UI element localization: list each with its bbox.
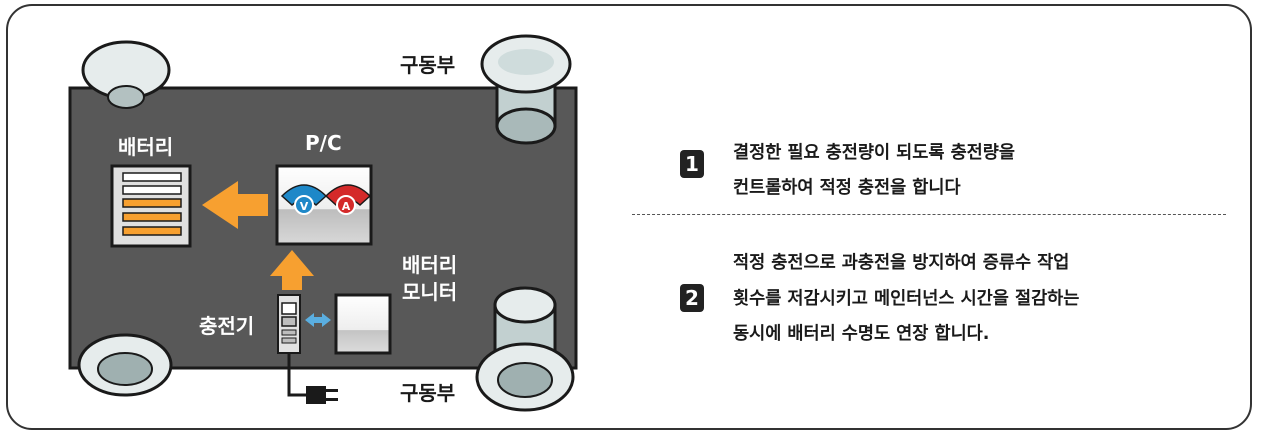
battery bbox=[110, 164, 192, 248]
forklift-system-diagram: V A bbox=[68, 34, 578, 412]
charge-flow-arrow-up bbox=[270, 250, 314, 290]
charge-flow-arrow-left bbox=[202, 181, 268, 229]
pc-label: P/C bbox=[305, 131, 342, 155]
battery-monitor bbox=[334, 293, 392, 355]
step-2-text-line-2: 횟수를 저감시키고 메인터넌스 시간을 절감하는 bbox=[733, 289, 1080, 309]
step-2-number-badge: 2 bbox=[680, 284, 704, 312]
step-divider bbox=[632, 214, 1226, 215]
power-plug-icon bbox=[306, 386, 338, 404]
pc-controller: V A bbox=[275, 164, 373, 246]
drive-unit-label-bottom: 구동부 bbox=[400, 381, 456, 405]
charger bbox=[277, 294, 301, 354]
power-cable bbox=[287, 353, 306, 397]
step-2-text-line-3: 동시에 배터리 수명도 연장 합니다. bbox=[733, 324, 990, 344]
drive-unit-label-top: 구동부 bbox=[400, 53, 456, 77]
step-1-number-badge: 1 bbox=[680, 150, 704, 178]
charger-label: 충전기 bbox=[199, 314, 255, 338]
step-1-text-line-1: 결정한 필요 충전량이 되도록 충전량을 bbox=[733, 143, 1015, 163]
drive-wheel-top-right bbox=[480, 34, 572, 145]
battery-monitor-label-line1: 배터리 bbox=[402, 253, 458, 277]
step-1-text-line-2: 컨트롤하여 적정 충전을 합니다 bbox=[733, 178, 961, 198]
wheel-top-left bbox=[81, 40, 171, 109]
drive-wheel-bottom-right bbox=[475, 286, 575, 412]
bidirectional-link-arrow bbox=[305, 313, 331, 327]
step-2-text-line-1: 적정 충전으로 과충전을 방지하여 증류수 작업 bbox=[733, 253, 1070, 273]
meter-v-label: V bbox=[300, 200, 309, 213]
battery-label: 배터리 bbox=[118, 135, 174, 159]
wheel-bottom-left bbox=[77, 333, 173, 397]
battery-monitor-label-line2: 모니터 bbox=[402, 280, 458, 304]
meter-a-label: A bbox=[342, 200, 351, 213]
